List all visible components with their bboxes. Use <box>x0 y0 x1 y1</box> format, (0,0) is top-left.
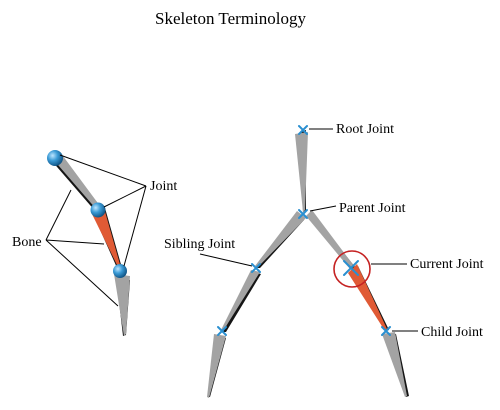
sibling-joint-label: Sibling Joint <box>164 237 235 252</box>
child-bone <box>382 332 407 397</box>
branch-bone-left <box>255 211 306 267</box>
child-joint-cross-icon <box>381 326 391 336</box>
bone-label: Bone <box>12 235 42 250</box>
joint-leader-line <box>103 185 147 208</box>
bone-middle-highlight <box>92 208 121 269</box>
joint-sphere-middle <box>90 202 106 218</box>
lower-left-bone <box>207 334 226 398</box>
sibling-bone <box>221 270 260 331</box>
current-joint-label: Current Joint <box>410 257 484 272</box>
bone-lower <box>114 274 130 336</box>
lower-sibling-joint-cross-icon <box>217 326 227 336</box>
joint-sphere-bottom <box>113 264 127 278</box>
sibling-joint-cross-icon <box>251 263 261 273</box>
root-joint-label: Root Joint <box>336 122 394 137</box>
joint-label: Joint <box>150 179 177 194</box>
sibling-bone-shadow <box>223 272 261 332</box>
current-joint-circle <box>333 250 371 288</box>
sibling-joint-leader-line <box>199 253 253 267</box>
left-figure: Joint Bone <box>12 150 177 336</box>
bone-upper <box>52 152 100 210</box>
joint-leader-line <box>123 185 147 267</box>
root-bone <box>295 132 308 212</box>
current-bone-highlight <box>348 264 387 331</box>
parent-joint-label: Parent Joint <box>339 201 406 216</box>
parent-joint-leader-line <box>309 205 337 212</box>
joint-sphere-top <box>47 150 63 166</box>
child-joint-label: Child Joint <box>421 325 483 340</box>
bone-leader-line <box>45 189 72 241</box>
current-joint-cross-icon <box>343 260 359 276</box>
root-joint-cross-icon <box>298 125 308 135</box>
bone-leader-line <box>45 239 105 245</box>
bone-leader-line <box>45 239 119 307</box>
joint-leader-line <box>59 154 147 187</box>
parent-to-current-bone <box>306 210 354 269</box>
diagram-title: Skeleton Terminology <box>155 9 307 28</box>
right-figure: Root Joint Parent Joint Sibling Joint Cu… <box>164 122 484 398</box>
parent-joint-cross-icon <box>298 209 308 219</box>
